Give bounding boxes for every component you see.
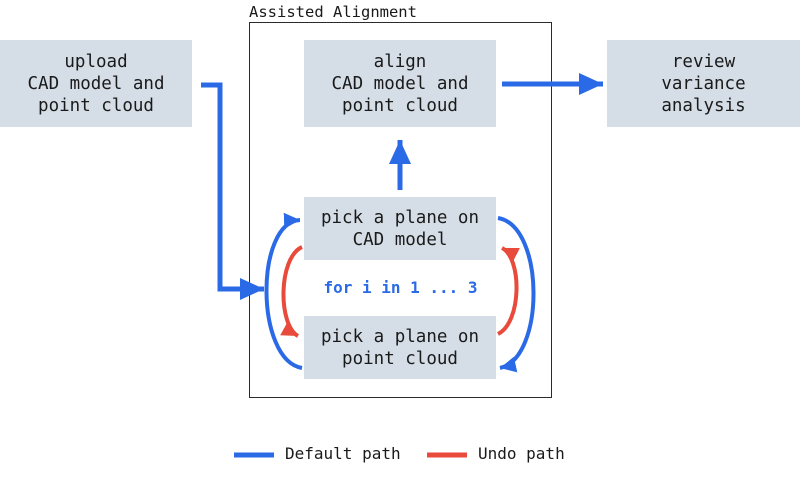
pick-plane-cloud-line-2: point cloud [342,348,458,369]
legend-default-label: Default path [285,444,401,463]
review-node-line-3: analysis [661,95,746,116]
arrow-upload-to-pick-cad [201,82,264,300]
pick-plane-cad-node: pick a plane on CAD model [304,197,496,260]
align-node-line-2: CAD model and [331,73,469,94]
upload-node: upload CAD model and point cloud [0,40,192,127]
arrow-cad-to-cloud-default [497,216,536,373]
loop-label: for i in 1 ... 3 [323,278,478,297]
pick-plane-cloud-line-1: pick a plane on [320,326,480,347]
pick-plane-cad-line-2: CAD model [352,229,448,250]
review-node-line-1: review [671,51,736,72]
review-node: review variance analysis [607,40,800,127]
assisted-alignment-group [249,22,552,398]
align-node-line-3: point cloud [342,95,458,116]
arrow-cloud-to-cad-undo [496,246,520,336]
pick-plane-cloud-node: pick a plane on point cloud [304,316,496,379]
group-title: Assisted Alignment [249,3,417,21]
upload-node-line-3: point cloud [38,95,154,116]
arrow-cad-to-cloud-undo [280,245,304,338]
pick-plane-cad-line-1: pick a plane on [320,207,480,228]
arrow-cloud-to-cad-default [264,212,303,370]
upload-node-line-2: CAD model and [27,73,165,94]
upload-node-line-1: upload [64,51,128,72]
legend-undo-label: Undo path [478,444,565,463]
align-node-line-1: align [373,51,427,72]
align-node: align CAD model and point cloud [304,40,496,127]
review-node-line-2: variance [661,73,746,94]
